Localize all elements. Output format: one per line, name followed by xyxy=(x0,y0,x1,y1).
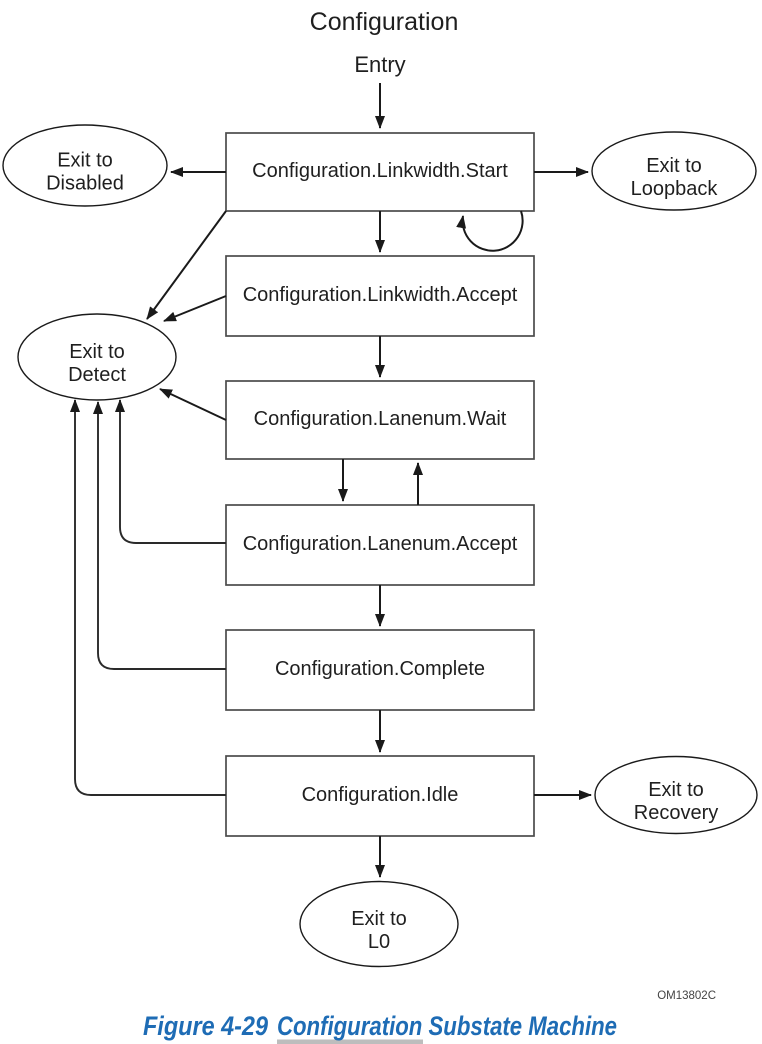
transition-arrows xyxy=(70,83,592,878)
state-box-lanenum-accept xyxy=(225,504,535,586)
arrow-idle-to-detect xyxy=(70,399,226,796)
state-box-idle xyxy=(225,755,535,837)
state-boxes: Configuration.Linkwidth.Start Configurat… xyxy=(225,132,535,837)
exit-detect-line1: Exit to xyxy=(69,341,125,363)
arrow-complete-to-detect xyxy=(93,401,226,670)
exit-l0-line1: Exit to xyxy=(351,908,407,930)
state-box-lanenum-wait xyxy=(225,380,535,460)
exit-ellipse-detect xyxy=(17,313,177,401)
exit-recovery-line1: Exit to xyxy=(648,779,704,801)
state-label-complete: Configuration.Complete xyxy=(275,658,485,680)
diagram-title: Configuration xyxy=(310,8,459,36)
state-label-lanenum-wait: Configuration.Lanenum.Wait xyxy=(254,408,507,430)
arrow-lanenum-wait-to-detect xyxy=(159,388,227,421)
caption-underline-bar xyxy=(277,1039,423,1044)
exit-ellipse-loopback xyxy=(591,131,757,211)
arrow-linkwidth-accept-to-detect xyxy=(163,295,227,322)
entry-label: Entry xyxy=(354,52,405,77)
exit-disabled-line2: Disabled xyxy=(46,173,124,195)
arrow-linkwidth-start-self-loop xyxy=(456,210,524,252)
figure-watermark: OM13802C xyxy=(657,990,716,1002)
exit-ellipses: Exit to Disabled Exit to Loopback Exit t… xyxy=(2,124,758,968)
state-box-linkwidth-accept xyxy=(225,255,535,337)
exit-ellipse-l0 xyxy=(299,880,459,968)
state-label-idle: Configuration.Idle xyxy=(302,784,459,806)
exit-recovery-line2: Recovery xyxy=(634,802,718,824)
caption-figure-number: Figure 4-29 xyxy=(143,1011,268,1041)
state-box-complete xyxy=(225,629,535,711)
state-label-linkwidth-accept: Configuration.Linkwidth.Accept xyxy=(243,284,518,306)
exit-loopback-line1: Exit to xyxy=(646,155,702,177)
state-label-linkwidth-start: Configuration.Linkwidth.Start xyxy=(252,160,508,182)
state-label-lanenum-accept: Configuration.Lanenum.Accept xyxy=(243,533,518,555)
arrow-lanenum-accept-to-detect xyxy=(115,399,226,544)
exit-detect-line2: Detect xyxy=(68,364,126,386)
exit-ellipse-recovery xyxy=(594,755,758,835)
exit-l0-line2: L0 xyxy=(368,931,390,953)
exit-ellipse-disabled xyxy=(2,124,168,207)
arrow-linkwidth-start-to-detect xyxy=(146,210,227,320)
state-box-linkwidth-start xyxy=(225,132,535,212)
exit-disabled-line1: Exit to xyxy=(57,150,113,172)
caption-figure-title: Configuration Substate Machine xyxy=(277,1011,617,1041)
exit-loopback-line2: Loopback xyxy=(631,178,719,200)
